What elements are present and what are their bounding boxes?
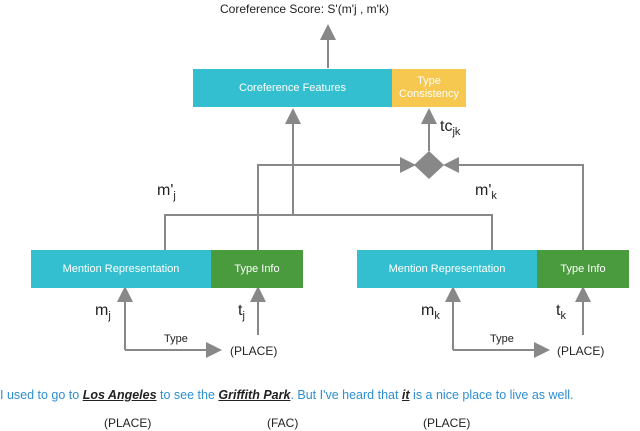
entity-griffith-park: Griffith Park [218, 388, 291, 402]
mk-sub: k [434, 310, 440, 323]
type-info-left-box: Type Info [211, 250, 303, 288]
mk-prime-sub: k [491, 190, 497, 203]
sentence-part-4: is a nice place to live as well. [409, 388, 574, 402]
entity-tag-1: (PLACE) [104, 416, 152, 430]
type-consistency-label-1: Type [417, 75, 441, 87]
mj-sub: j [108, 310, 111, 323]
entity-it: it [401, 388, 410, 402]
mj-prime-symbol: m'j [157, 182, 176, 202]
sentence-part-3: . But I've heard that [290, 388, 402, 402]
sentence-part-2: to see the [156, 388, 219, 402]
type-consistency-label-2: Consistency [399, 88, 459, 100]
type-consistency-box: Type Consistency [392, 69, 466, 107]
tj-symbol: tj [238, 302, 245, 322]
entity-los-angeles: Los Angeles [82, 388, 157, 402]
type-info-right-label: Type Info [560, 262, 606, 275]
entity-tag-2: (FAC) [267, 416, 299, 430]
aggregation-diamond [414, 151, 444, 179]
example-sentence: I used to go to Los Angeles to see the G… [0, 388, 640, 402]
tc-jk-symbol: tcjk [440, 118, 460, 138]
mention-representation-left-box: Mention Representation [31, 250, 211, 288]
mention-representation-right-box: Mention Representation [357, 250, 537, 288]
score-formula: S'(m'j , m'k) [327, 2, 389, 16]
mj-prime-line [164, 214, 493, 250]
type-arrow-left-label: Type [164, 333, 188, 345]
mj-to-diamond-line [257, 157, 416, 250]
coreference-score-label: Coreference Score: S'(m'j , m'k) [220, 2, 389, 16]
tj-text: t [238, 302, 243, 319]
coreference-features-box: Coreference Features [193, 69, 392, 107]
tc-sub: jk [452, 126, 461, 139]
mk-text: m [421, 302, 435, 319]
type-info-right-box: Type Info [537, 250, 629, 288]
sentence-part-1: I used to go to [0, 388, 83, 402]
mention-representation-left-label: Mention Representation [62, 262, 180, 275]
mention-representation-right-label: Mention Representation [388, 262, 506, 275]
mj-prime-sub: j [173, 190, 176, 203]
tj-sub: j [242, 310, 245, 323]
type-arrow-right-label: Type [490, 333, 514, 345]
tk-symbol: tk [556, 302, 566, 322]
mk-prime-text: m' [475, 182, 492, 199]
tk-text: t [556, 302, 561, 319]
mj-symbol: mj [95, 302, 111, 322]
type-arrow-left-value: (PLACE) [230, 344, 278, 358]
coreference-features-label: Coreference Features [239, 81, 346, 94]
entity-tag-3: (PLACE) [423, 416, 471, 430]
mj-text: m [95, 302, 109, 319]
mk-prime-symbol: m'k [475, 182, 497, 202]
mj-prime-text: m' [157, 182, 174, 199]
tk-sub: k [560, 310, 566, 323]
mk-symbol: mk [421, 302, 440, 322]
type-arrow-right-value: (PLACE) [557, 344, 605, 358]
score-title: Coreference Score: [220, 2, 325, 16]
mk-to-diamond-line [443, 157, 584, 250]
tc-text: tc [440, 118, 453, 135]
type-info-left-label: Type Info [234, 262, 280, 275]
